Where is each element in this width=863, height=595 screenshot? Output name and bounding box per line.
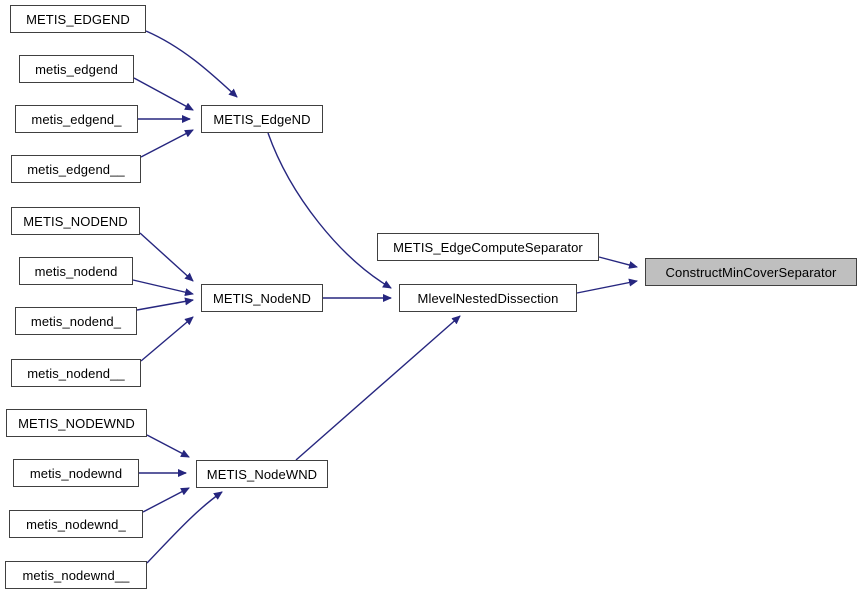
node-metis_edgend[interactable]: metis_edgend bbox=[19, 55, 134, 83]
edge-metis_nodend_caps-to-METIS_NodeND bbox=[139, 232, 194, 282]
node-metis_nodend_uu[interactable]: metis_nodend__ bbox=[11, 359, 141, 387]
node-label: metis_nodend_ bbox=[30, 313, 122, 329]
node-label: METIS_NodeND bbox=[212, 290, 311, 306]
node-label: MlevelNestedDissection bbox=[417, 290, 559, 306]
edge-metis_nodend_uu-to-METIS_NodeND bbox=[140, 316, 194, 362]
edge-MlevelNestedDissection-to-ConstructMinCoverSeparator bbox=[576, 278, 638, 294]
node-label: METIS_NODEWND bbox=[18, 415, 135, 431]
edge-METIS_EdgeComputeSeparator-to-ConstructMinCoverSeparator bbox=[598, 256, 638, 269]
edge-metis_nodend-to-METIS_NodeND bbox=[132, 279, 194, 297]
node-ConstructMinCoverSeparator[interactable]: ConstructMinCoverSeparator bbox=[645, 258, 857, 286]
node-label: METIS_EdgeComputeSeparator bbox=[393, 239, 583, 255]
node-label: metis_edgend bbox=[35, 61, 118, 77]
node-label: METIS_EdgeND bbox=[213, 111, 311, 127]
edge-metis_nodewnd_caps-to-METIS_NodeWND bbox=[146, 434, 190, 458]
node-metis_edgend_uu[interactable]: metis_edgend__ bbox=[11, 155, 141, 183]
node-METIS_EdgeComputeSeparator[interactable]: METIS_EdgeComputeSeparator bbox=[377, 233, 599, 261]
node-label: metis_edgend__ bbox=[27, 161, 125, 177]
node-metis_nodend[interactable]: metis_nodend bbox=[19, 257, 133, 285]
node-label: metis_edgend_ bbox=[31, 111, 122, 127]
node-label: METIS_EDGEND bbox=[26, 11, 130, 27]
node-metis_nodewnd[interactable]: metis_nodewnd bbox=[13, 459, 139, 487]
edge-metis_nodewnd_uu-to-METIS_NodeWND bbox=[146, 491, 223, 564]
node-MlevelNestedDissection[interactable]: MlevelNestedDissection bbox=[399, 284, 577, 312]
node-metis_nodend_caps[interactable]: METIS_NODEND bbox=[11, 207, 140, 235]
edge-METIS_EdgeND-to-MlevelNestedDissection bbox=[267, 132, 392, 289]
edge-metis_nodend_u-to-METIS_NodeND bbox=[136, 297, 194, 311]
edge-paths bbox=[132, 30, 638, 564]
node-metis_edgend_caps[interactable]: METIS_EDGEND bbox=[10, 5, 146, 33]
edge-metis_edgend_uu-to-METIS_EdgeND bbox=[140, 129, 194, 158]
node-label: metis_nodend__ bbox=[27, 365, 125, 381]
node-METIS_EdgeND[interactable]: METIS_EdgeND bbox=[201, 105, 323, 133]
node-metis_nodewnd_u[interactable]: metis_nodewnd_ bbox=[9, 510, 143, 538]
edge-metis_nodewnd_u-to-METIS_NodeWND bbox=[142, 487, 190, 513]
node-metis_edgend_u[interactable]: metis_edgend_ bbox=[15, 105, 138, 133]
node-metis_nodend_u[interactable]: metis_nodend_ bbox=[15, 307, 137, 335]
node-label: metis_nodewnd__ bbox=[22, 567, 130, 583]
node-metis_nodewnd_uu[interactable]: metis_nodewnd__ bbox=[5, 561, 147, 589]
node-label: METIS_NodeWND bbox=[206, 466, 318, 482]
node-label: metis_nodewnd bbox=[29, 465, 123, 481]
edge-metis_edgend-to-METIS_EdgeND bbox=[133, 77, 194, 111]
node-label: metis_nodend bbox=[34, 263, 118, 279]
node-METIS_NodeWND[interactable]: METIS_NodeWND bbox=[196, 460, 328, 488]
edge-METIS_NodeWND-to-MlevelNestedDissection bbox=[295, 315, 461, 461]
node-metis_nodewnd_caps[interactable]: METIS_NODEWND bbox=[6, 409, 147, 437]
node-label: ConstructMinCoverSeparator bbox=[665, 264, 837, 280]
node-label: METIS_NODEND bbox=[23, 213, 128, 229]
node-label: metis_nodewnd_ bbox=[26, 516, 126, 532]
edge-metis_edgend_caps-to-METIS_EdgeND bbox=[145, 30, 238, 98]
node-METIS_NodeND[interactable]: METIS_NodeND bbox=[201, 284, 323, 312]
